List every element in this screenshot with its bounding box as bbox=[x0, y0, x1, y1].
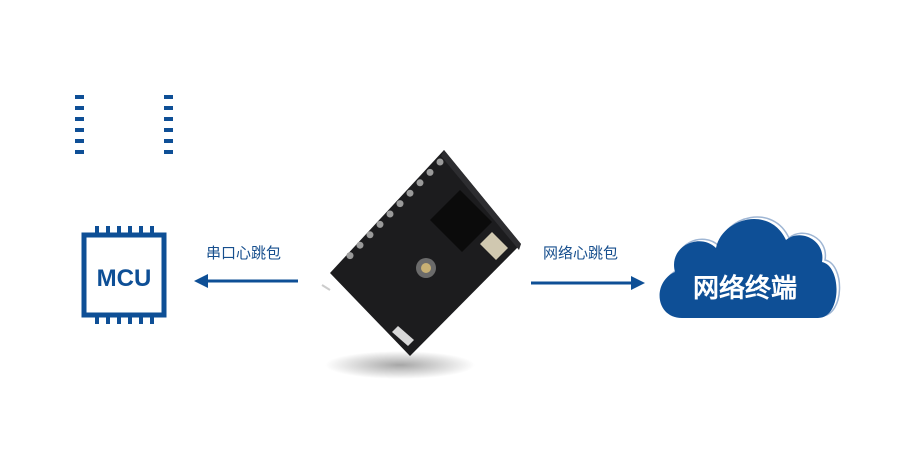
chip-pin bbox=[75, 139, 84, 143]
module-pad bbox=[436, 158, 444, 166]
module-pad bbox=[386, 210, 394, 218]
module-pad bbox=[346, 252, 354, 260]
chip-pin bbox=[128, 226, 132, 235]
chip-pin bbox=[150, 315, 154, 324]
wifi-module-image bbox=[321, 150, 521, 379]
module-pad bbox=[356, 241, 364, 249]
serial-heartbeat-arrow: 串口心跳包 bbox=[194, 244, 298, 288]
chip-pin bbox=[95, 315, 99, 324]
mcu-label: MCU bbox=[97, 265, 152, 292]
chip-pin bbox=[164, 139, 173, 143]
chip-pin bbox=[75, 95, 84, 99]
chip-pin bbox=[75, 128, 84, 132]
chip-pin bbox=[164, 128, 173, 132]
chip-pin bbox=[128, 315, 132, 324]
cloud-label: 网络终端 bbox=[693, 273, 797, 304]
chip-pin bbox=[139, 226, 143, 235]
module-pad bbox=[396, 200, 404, 208]
chip-pin bbox=[139, 315, 143, 324]
chip-pin bbox=[164, 117, 173, 121]
network-heartbeat-arrow: 网络心跳包 bbox=[531, 244, 645, 290]
chip-pin bbox=[150, 226, 154, 235]
serial-heartbeat-label: 串口心跳包 bbox=[206, 244, 281, 262]
chip-pin bbox=[75, 117, 84, 121]
chip-pin bbox=[164, 150, 173, 154]
cloud-icon: 网络终端 bbox=[659, 216, 841, 318]
chip-pin bbox=[75, 150, 84, 154]
network-heartbeat-label: 网络心跳包 bbox=[543, 244, 618, 262]
chip-pin bbox=[164, 95, 173, 99]
chip-pin bbox=[106, 226, 110, 235]
chip-pin bbox=[95, 226, 99, 235]
module-pad bbox=[376, 220, 384, 228]
module-pad bbox=[416, 179, 424, 187]
chip-pin bbox=[106, 315, 110, 324]
module-pad bbox=[366, 231, 374, 239]
chip-pin bbox=[117, 226, 121, 235]
module-pad bbox=[426, 168, 434, 176]
mcu-chip-icon: MCU bbox=[75, 95, 173, 324]
chip-pin bbox=[75, 106, 84, 110]
chip-pin bbox=[117, 315, 121, 324]
module-pad bbox=[406, 189, 414, 197]
chip-pin bbox=[164, 106, 173, 110]
